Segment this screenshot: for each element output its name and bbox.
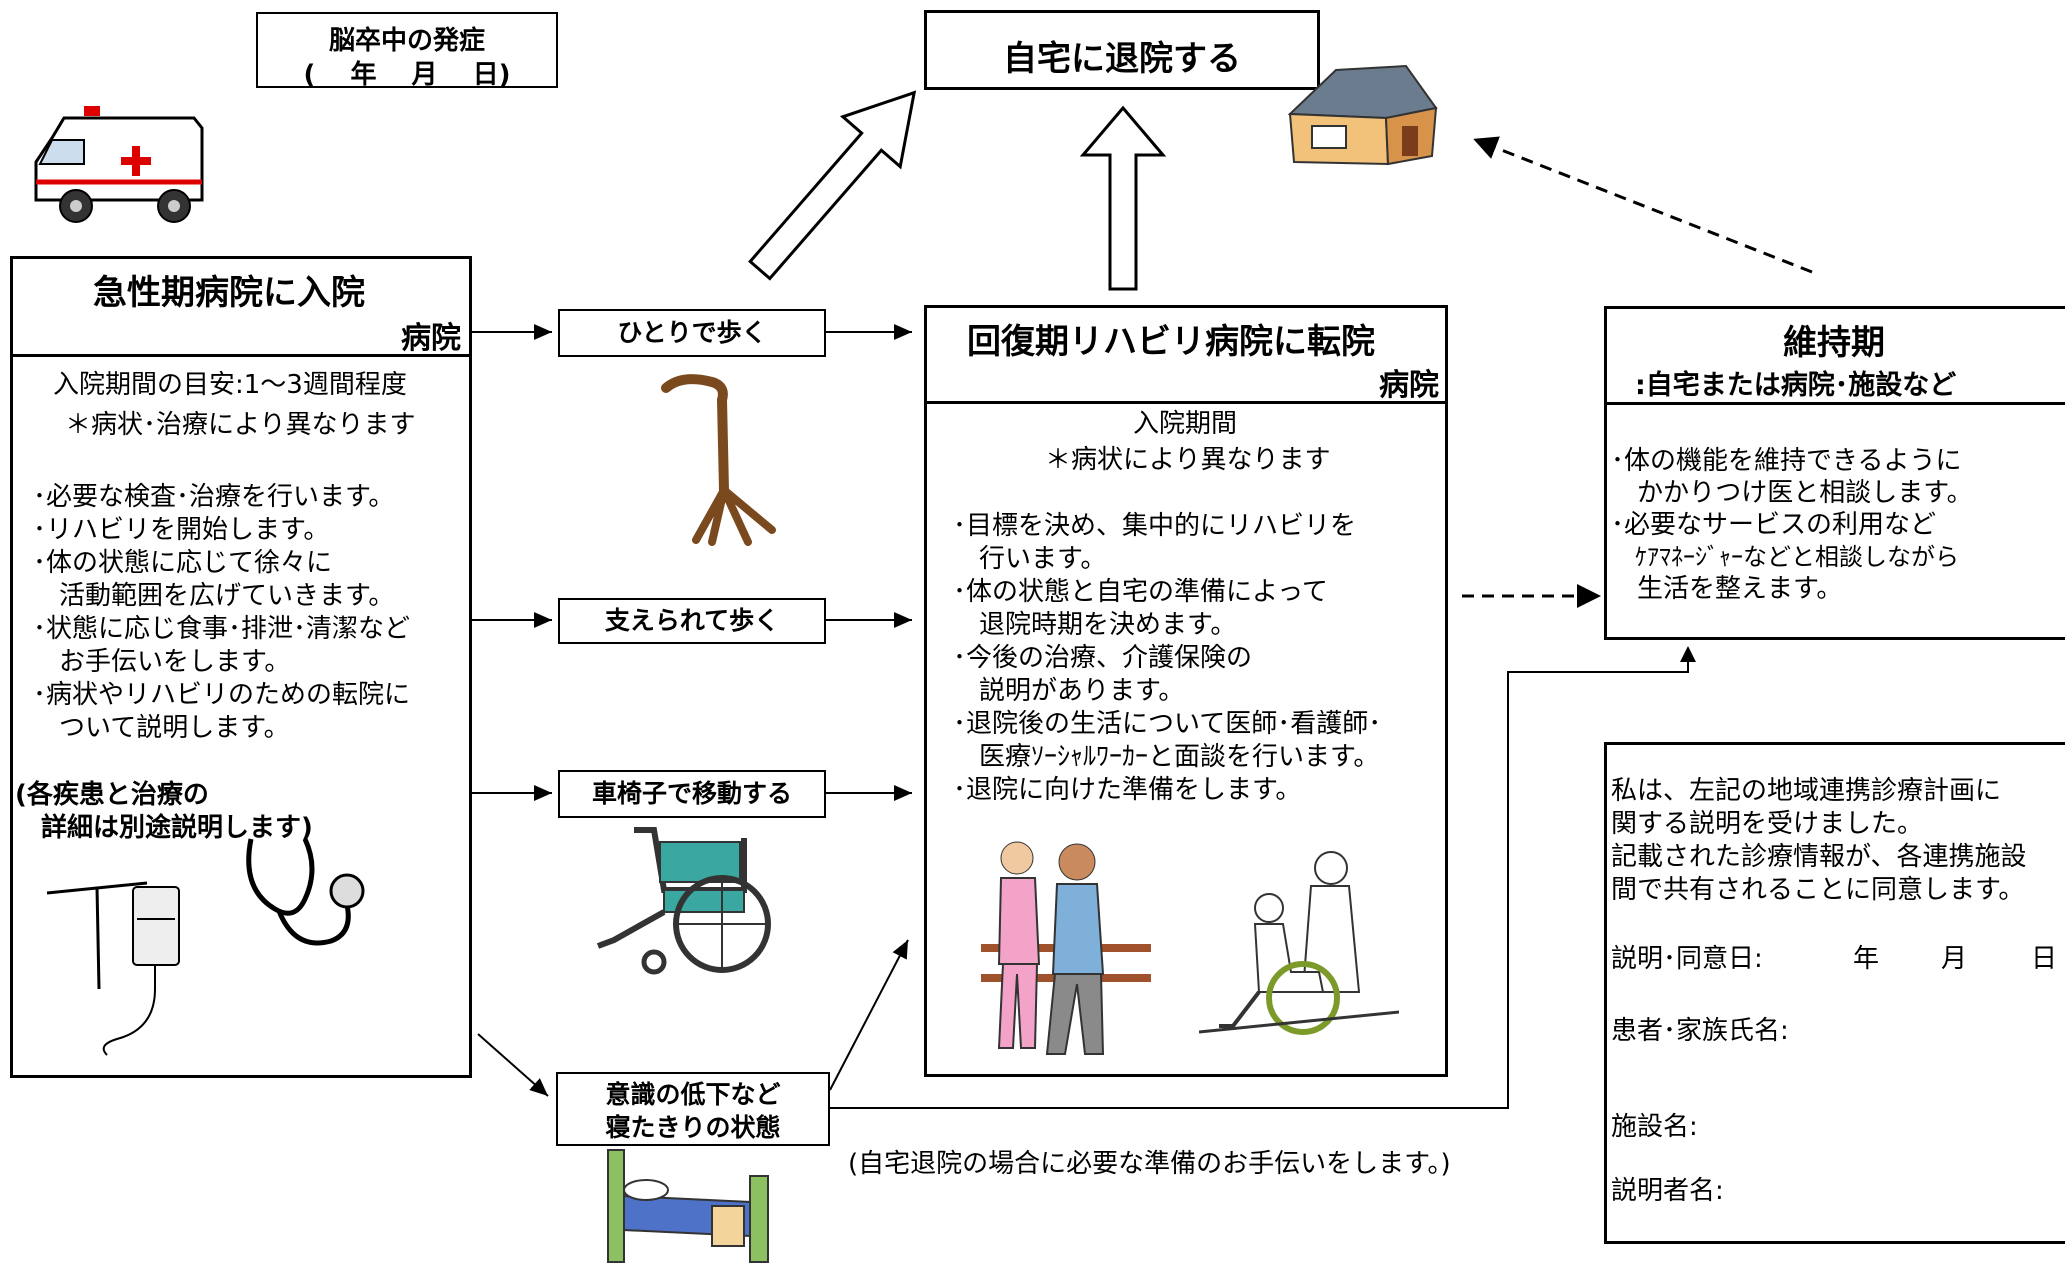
cane-icon <box>652 370 782 550</box>
arrow-acute-bedridden <box>477 1033 549 1097</box>
path-walk-alone: ひとりで歩く <box>558 309 826 357</box>
house-icon <box>1276 56 1446 168</box>
path-walk-supported-label: 支えられて歩く <box>604 606 780 635</box>
rehab-line-4: ･体の状態と自宅の準備によって <box>953 577 1328 607</box>
acute-hospital-label: 病院 <box>401 321 461 356</box>
acute-hospital-box: 急性期病院に入院 病院 入院期間の目安:1～3週間程度 ＊病状･治療により異なり… <box>10 256 472 1078</box>
consent-month: 月 <box>1941 944 1968 974</box>
maintenance-box: 維持期 :自宅または病院･施設など ･体の機能を維持できるように かかりつけ医と… <box>1604 306 2065 640</box>
maintenance-line-1: かかりつけ医と相談します。 <box>1611 478 1973 508</box>
acute-line-2: ･必要な検査･治療を行います。 <box>33 482 395 512</box>
acute-line-1: ＊病状･治療により異なります <box>65 410 416 440</box>
consent-line-0: 私は、左記の地域連携診療計画に <box>1611 776 2002 806</box>
path-bedridden-label-2: 寝たきりの状態 <box>605 1113 781 1142</box>
consent-explainer-label: 説明者名: <box>1611 1176 1724 1206</box>
path-walk-supported: 支えられて歩く <box>558 598 826 644</box>
consent-line-3: 間で共有されることに同意します。 <box>1611 875 2025 905</box>
stethoscope-icon <box>235 829 375 959</box>
home-title: 自宅に退院する <box>1003 39 1241 79</box>
rehab-line-9: 医療ｿｰｼｬﾙﾜｰｶｰと面談を行います。 <box>953 742 1380 772</box>
rehab-walking-icon <box>981 834 1151 1064</box>
path-wheelchair-label: 車椅子で移動する <box>591 779 792 808</box>
acute-line-0: 入院期間の目安:1～3週間程度 <box>53 370 407 400</box>
rehab-line-2: ･目標を決め、集中的にリハビリを <box>953 511 1357 541</box>
maintenance-title: 維持期 <box>1783 323 1885 363</box>
path-walk-alone-label: ひとりで歩く <box>617 318 767 347</box>
rehab-line-7: 説明があります。 <box>953 676 1185 706</box>
consent-patient-label: 患者･家族氏名: <box>1611 1016 1789 1046</box>
ambulance-icon <box>24 98 214 230</box>
consent-facility-label: 施設名: <box>1611 1112 1698 1142</box>
home-prep-note: (自宅退院の場合に必要な準備のお手伝いをします。) <box>848 1149 1451 1179</box>
rehab-line-8: ･退院後の生活について医師･看護師･ <box>953 709 1382 739</box>
maintenance-header: 維持期 :自宅または病院･施設など <box>1607 309 2065 405</box>
consent-box: 私は、左記の地域連携診療計画に 関する説明を受けました。 記載された診療情報が、… <box>1604 742 2065 1244</box>
consent-year: 年 <box>1853 944 1880 974</box>
rehab-line-3: 行います。 <box>953 544 1107 574</box>
rehab-hospital-box: 回復期リハビリ病院に転院 病院 入院期間 ＊病状により異なります ･目標を決め、… <box>924 305 1448 1077</box>
rehab-header: 回復期リハビリ病院に転院 病院 <box>927 308 1445 404</box>
acute-line-3: ･リハビリを開始します。 <box>33 515 330 545</box>
maintenance-line-0: ･体の機能を維持できるように <box>1611 446 1962 476</box>
rehab-line-6: ･今後の治療、介護保険の <box>953 643 1253 673</box>
wheelchair-icon <box>594 820 794 980</box>
rehab-line-10: ･退院に向けた準備をします。 <box>953 775 1302 805</box>
maintenance-line-4: 生活を整えます。 <box>1611 574 1843 604</box>
acute-note-2: 詳細は別途説明します) <box>15 813 313 843</box>
consent-line-2: 記載された診療情報が、各連携施設 <box>1611 842 2027 872</box>
rehab-line-0: 入院期間 <box>1133 409 1238 439</box>
consent-date-label: 説明･同意日: <box>1611 944 1763 974</box>
path-wheelchair: 車椅子で移動する <box>558 770 826 818</box>
arrow-bedridden-maintenance <box>830 646 1696 1109</box>
maintenance-subtitle: :自宅または病院･施設など <box>1635 370 1957 401</box>
rehab-title: 回復期リハビリ病院に転院 <box>967 322 1375 362</box>
acute-title: 急性期病院に入院 <box>93 273 365 313</box>
rehab-line-5: 退院時期を決めます。 <box>953 610 1237 640</box>
arrow-maintenance-home-dashed <box>1473 136 1813 274</box>
acute-line-5: 活動範囲を広げていきます。 <box>33 581 395 611</box>
block-arrow-rehab-home <box>1079 105 1167 291</box>
iv-drip-icon <box>37 869 187 1059</box>
path-bedridden-label-1: 意識の低下など <box>605 1080 781 1109</box>
arrow-bedridden-rehab <box>829 939 909 1091</box>
acute-line-9: ついて説明します。 <box>33 713 290 743</box>
consent-day: 日 <box>2031 944 2058 974</box>
nurse-wheelchair-icon <box>1198 842 1400 1042</box>
acute-header: 急性期病院に入院 病院 <box>13 259 469 357</box>
acute-line-6: ･状態に応じ食事･排泄･清潔など <box>33 614 411 644</box>
onset-date: ( 年 月 日) <box>303 60 511 90</box>
onset-title: 脳卒中の発症 <box>328 26 485 56</box>
acute-line-7: お手伝いをします。 <box>33 647 291 677</box>
path-bedridden: 意識の低下など 寝たきりの状態 <box>556 1072 830 1146</box>
acute-note-1: (各疾患と治療の <box>15 780 209 810</box>
rehab-line-1: ＊病状により異なります <box>1045 445 1331 475</box>
onset-box: 脳卒中の発症 ( 年 月 日) <box>256 12 558 90</box>
consent-line-1: 関する説明を受けました。 <box>1611 809 1924 839</box>
block-arrow-acute-home <box>748 90 917 281</box>
maintenance-line-2: ･必要なサービスの利用など <box>1611 510 1937 540</box>
acute-line-8: ･病状やリハビリのための転院に <box>33 680 411 710</box>
bed-icon <box>600 1146 780 1264</box>
maintenance-line-3: ｹｱﾏﾈｰｼﾞｬｰなどと相談しながら <box>1611 543 1959 571</box>
rehab-hospital-label: 病院 <box>1379 368 1439 403</box>
home-box: 自宅に退院する <box>924 10 1320 90</box>
acute-line-4: ･体の状態に応じて徐々に <box>33 548 333 578</box>
